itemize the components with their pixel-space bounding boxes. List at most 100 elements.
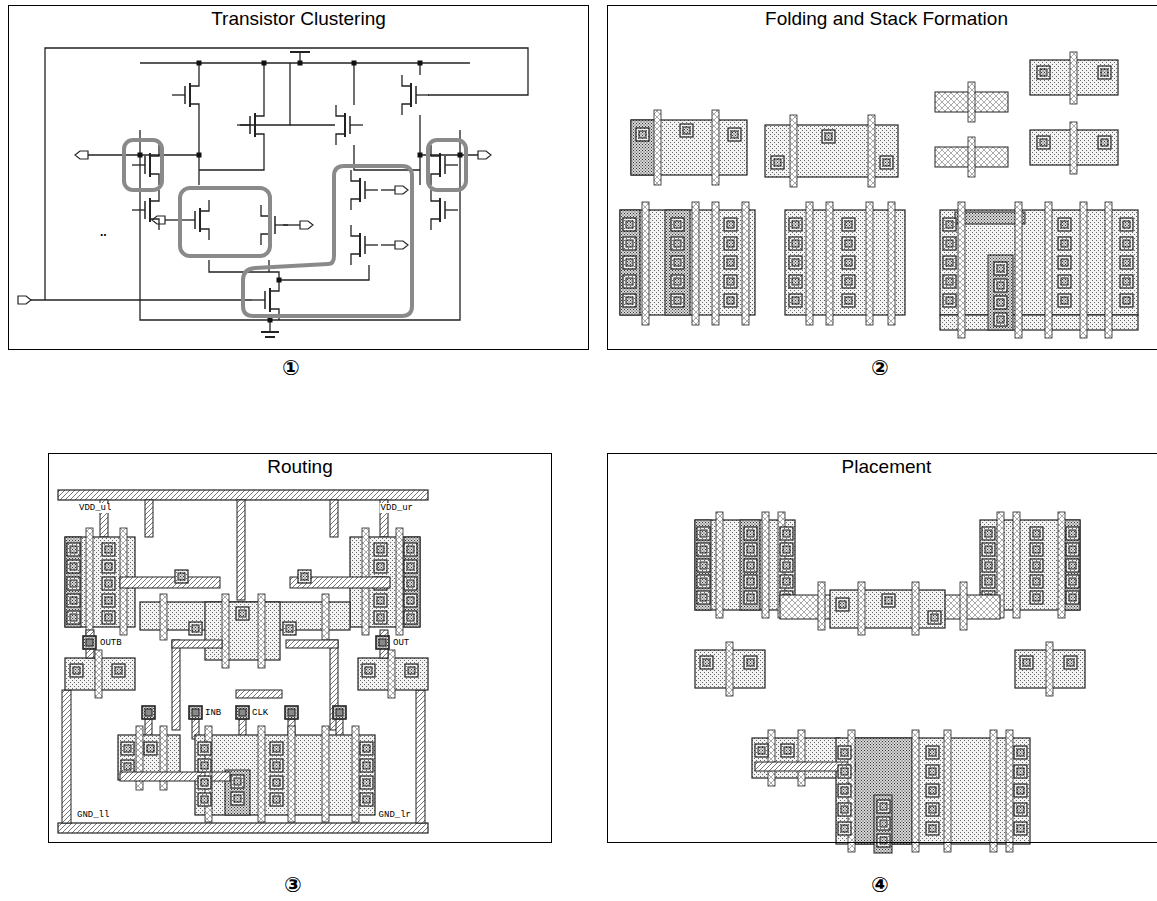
contact-cut [943,294,956,307]
contact-cut [845,278,852,285]
contact-cut [1064,656,1077,669]
contact-cut [943,275,956,288]
contact-cut [744,527,757,540]
junction-dot [277,278,282,283]
diffusion [205,602,280,660]
contact-cut [680,124,693,137]
contact-cut [1066,559,1079,572]
contact-cut [70,597,77,604]
contact-cut [124,745,131,752]
contact-cut [839,601,846,608]
panel-title: Placement [608,456,1157,478]
contact-cut [747,562,754,569]
contact-cut [1033,546,1040,553]
contact-cut [792,259,799,266]
contact-cut [1123,240,1130,247]
metal-route [236,690,282,698]
poly-gate [968,82,975,122]
wire [365,189,378,190]
contact-cut [1123,221,1130,228]
contact-cut [928,611,941,624]
diffusion [695,520,711,610]
diffusion [631,120,747,175]
contact-cut [73,667,80,674]
metal-route [62,690,71,823]
contact-cut [727,221,734,228]
contact-cut [1020,656,1033,669]
wire [445,164,458,165]
contact-cut [178,573,185,580]
junction-dot [458,153,463,158]
contact-cut [270,759,283,772]
pin-square [379,639,386,646]
junction-dot [197,61,202,66]
diffusion [852,738,912,844]
wire [261,331,279,333]
contact-cut [1030,575,1043,588]
poly-gate [868,115,875,187]
contact-cut [404,560,417,573]
diffusion [836,738,1030,844]
contact-cut [943,256,956,269]
poly-gate [222,594,229,668]
contact-cut [880,803,887,810]
contact-cut [700,656,713,669]
contact-cut [67,560,80,573]
poly-gate [944,730,951,852]
poly-gate [322,594,329,640]
contact-cut [946,259,953,266]
poly-gate [806,202,813,325]
contact-cut [1023,659,1030,666]
cluster-outline [243,166,412,316]
contact-cut [789,294,802,307]
panel-frame: Folding and Stack Formation [607,5,1157,350]
pin-square [376,636,389,649]
contact-cut [700,562,707,569]
poly-gate [1006,730,1013,852]
cluster-outline [124,140,162,190]
diffusion [752,738,840,778]
contact-cut [697,591,710,604]
poly-gate [692,202,699,325]
contact-cut [198,742,211,755]
pin-square [145,709,152,716]
wire [140,130,460,320]
contact-cut [997,316,1004,323]
contact-cut [700,546,707,553]
wire [200,200,209,211]
poly-gate [1015,202,1022,338]
contact-cut [982,527,995,540]
step-number: ② [871,356,889,380]
contact-cut [724,237,737,250]
contact-cut [102,560,115,573]
contact-cut [1017,749,1024,756]
contact-cut [883,159,890,166]
contact-cut [286,625,293,632]
contact-cut [1030,527,1043,540]
metal-route [237,500,245,600]
contact-cut [144,742,157,755]
diffusion [765,125,898,177]
wire [172,94,185,95]
contact-cut [780,527,793,540]
contact-cut [982,543,995,556]
contact-cut [724,294,737,307]
wire [351,225,360,236]
contact-cut [671,256,684,269]
wire [419,115,420,185]
contact-cut [112,664,125,677]
contact-cut [838,822,851,835]
poly-gate [866,202,873,325]
contact-cut [946,240,953,247]
poly-gate [642,202,649,325]
contact-cut [792,240,799,247]
contact-cut [360,793,373,806]
contact-cut [747,594,754,601]
contact-cut [1058,237,1071,250]
metal-route [172,640,222,648]
contact-cut [842,294,855,307]
contact-cut [838,803,851,816]
contact-cut [1061,278,1068,285]
contact-cut [360,742,373,755]
placed-layout [695,512,1085,853]
